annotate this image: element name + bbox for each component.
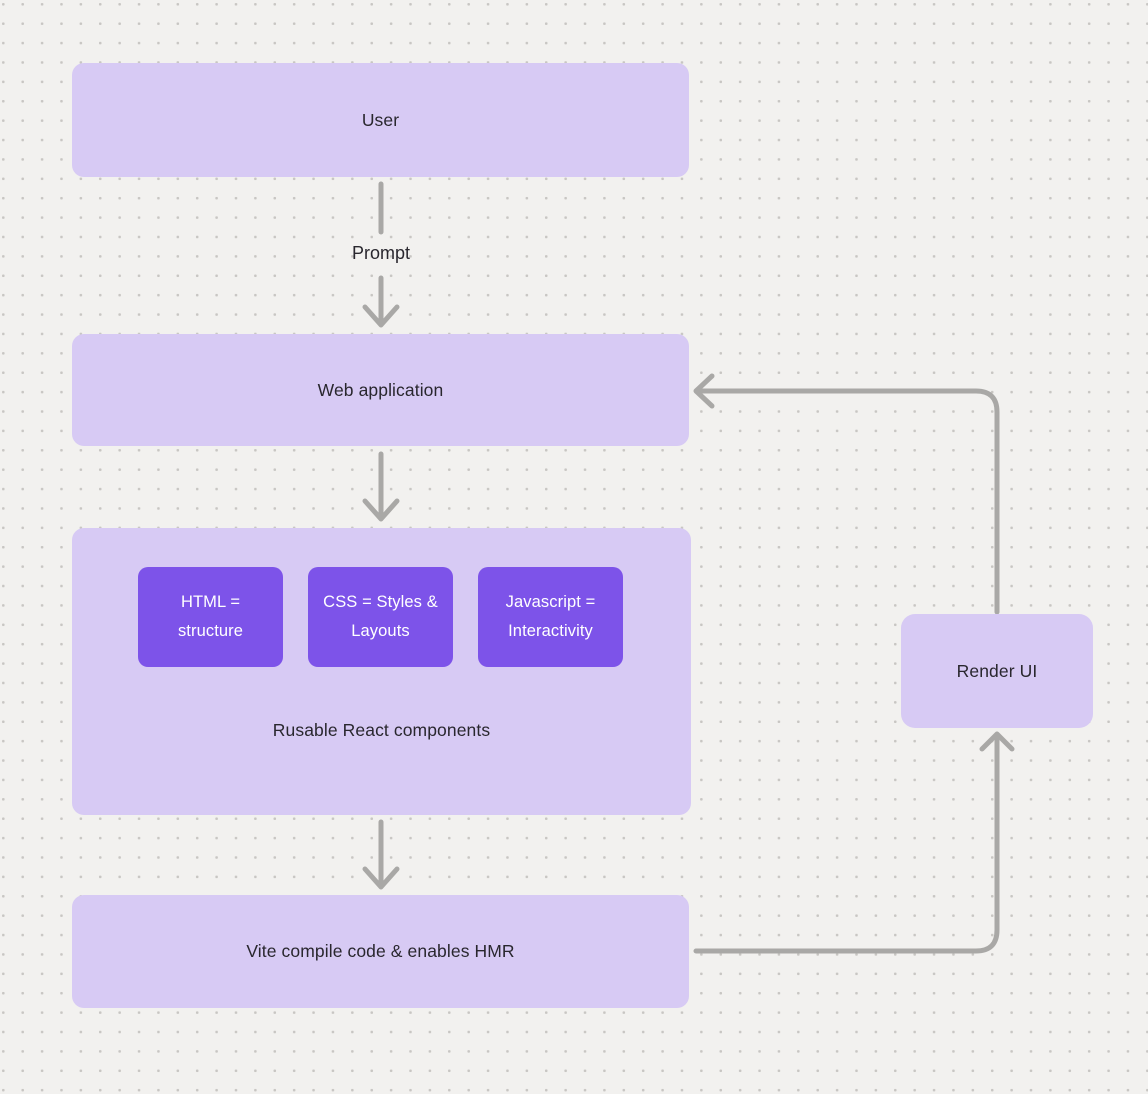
chip-html-label: HTML = structure bbox=[177, 593, 244, 640]
chip-css-label: CSS = Styles & Layouts bbox=[323, 593, 438, 640]
arrowhead-up-icon bbox=[979, 731, 1015, 752]
arrowhead-down-icon bbox=[362, 498, 400, 522]
chip-javascript[interactable]: Javascript = Interactivity bbox=[478, 567, 623, 667]
node-web-application-label: Web application bbox=[317, 379, 444, 400]
connector-web-to-components[interactable] bbox=[362, 451, 400, 522]
arrowhead-left-icon bbox=[693, 373, 715, 409]
node-vite[interactable]: Vite compile code & enables HMR bbox=[72, 895, 689, 1008]
connector-user-to-web[interactable] bbox=[362, 181, 400, 328]
chip-css[interactable]: CSS = Styles & Layouts bbox=[308, 567, 453, 667]
node-render-ui[interactable]: Render UI bbox=[901, 614, 1093, 728]
chip-javascript-label: Javascript = Interactivity bbox=[505, 593, 596, 640]
connector-vite-to-render[interactable] bbox=[693, 731, 1015, 954]
connector-segment bbox=[693, 737, 1000, 954]
node-vite-label: Vite compile code & enables HMR bbox=[246, 941, 515, 961]
group-react-components[interactable]: HTML = structure CSS = Styles & Layouts … bbox=[72, 528, 691, 815]
connector-components-to-vite[interactable] bbox=[362, 819, 400, 890]
node-user-label: User bbox=[361, 109, 400, 130]
arrowhead-down-icon bbox=[362, 866, 400, 890]
group-react-components-label: Rusable React components bbox=[272, 720, 491, 740]
connector-segment bbox=[698, 388, 1000, 615]
node-render-ui-label: Render UI bbox=[956, 660, 1038, 681]
node-user[interactable]: User bbox=[72, 63, 689, 177]
node-web-application[interactable]: Web application bbox=[72, 334, 689, 446]
connector-render-to-web[interactable] bbox=[693, 373, 1000, 615]
chip-html[interactable]: HTML = structure bbox=[138, 567, 283, 667]
arrowhead-down-icon bbox=[362, 304, 400, 328]
connector-label-prompt[interactable]: Prompt bbox=[351, 243, 411, 263]
